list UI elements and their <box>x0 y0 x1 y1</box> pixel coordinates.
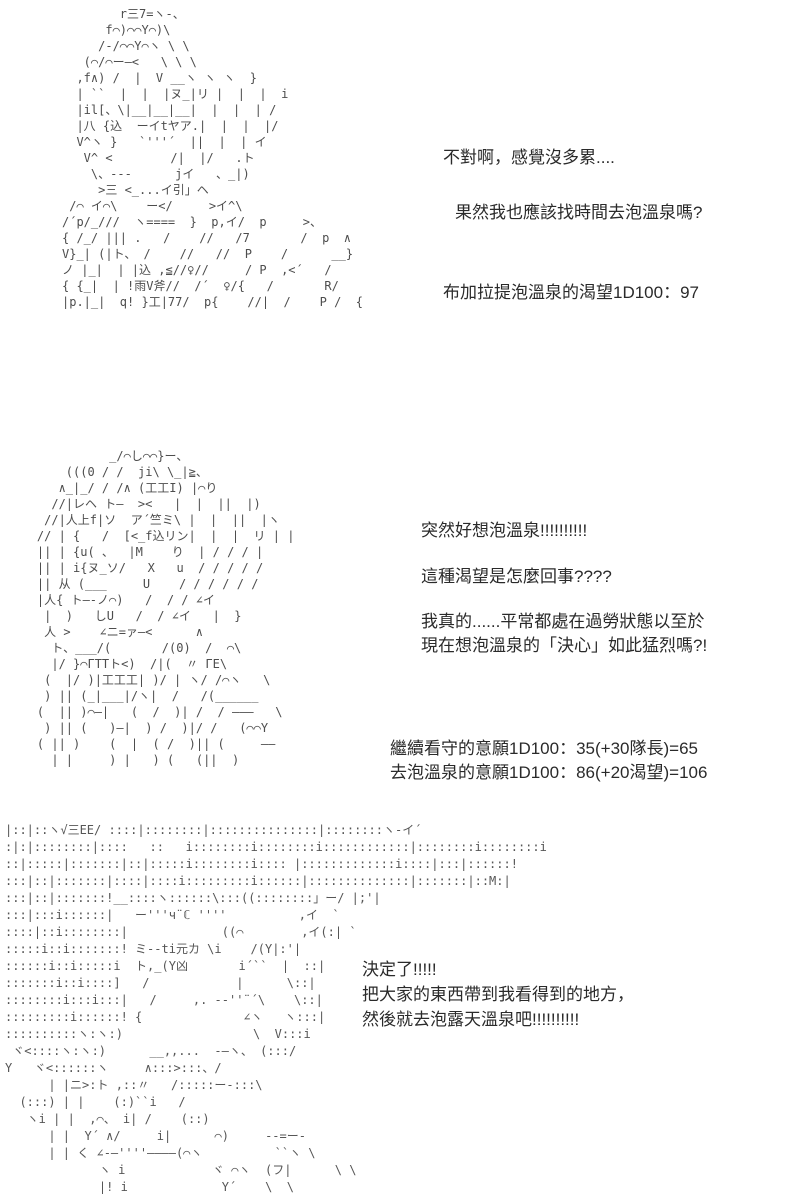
scene2-dialogue-line2: 這種渴望是怎麼回事???? <box>421 567 612 586</box>
scene2-dialogue-line3b: 現在想泡溫泉的「決心」如此猛烈嗎?! <box>421 636 708 655</box>
ascii-art-portrait-top: r三7=ヽ-、 f⌒)⌒⌒Y⌒)\ /-/⌒⌒Y⌒ヽ \ \ (⌒/⌒ー―< \… <box>62 7 363 309</box>
scene1-dialogue-line2: 果然我也應該找時間去泡溫泉嗎? <box>455 203 703 222</box>
scene3-dialogue-line3: 然後就去泡露天溫泉吧!!!!!!!!!! <box>362 1010 580 1029</box>
scene3-dialogue-line1: 決定了!!!!! <box>362 960 437 979</box>
scene1-dice-roll: 布加拉提泡溫泉的渴望1D100：97 <box>443 283 700 302</box>
scene1-dialogue-line1: 不對啊，感覺沒多累.... <box>443 148 615 167</box>
scene3-dialogue-line2: 把大家的東西帶到我看得到的地方， <box>362 985 634 1004</box>
scene2-dialogue-line3a: 我真的......平常都處在過勞狀態以至於 <box>421 612 705 631</box>
scene2-dice-roll-1: 繼續看守的意願1D100：35(+30隊長)=65 <box>390 739 699 758</box>
ascii-art-portrait-bottom: |::|::ヽ√三ΕΕ/ ::::|::::::::|:::::::::::::… <box>5 823 547 1194</box>
ascii-art-portrait-middle: _/⌒し⌒⌒}ー、 (((0 / / ji\ \_|≧、 ∧_|_/ / /∧ … <box>36 449 295 767</box>
scene2-dialogue-line1: 突然好想泡溫泉!!!!!!!!!! <box>421 521 588 540</box>
scene2-dice-roll-2: 去泡溫泉的意願1D100：86(+20渴望)=106 <box>390 763 708 782</box>
